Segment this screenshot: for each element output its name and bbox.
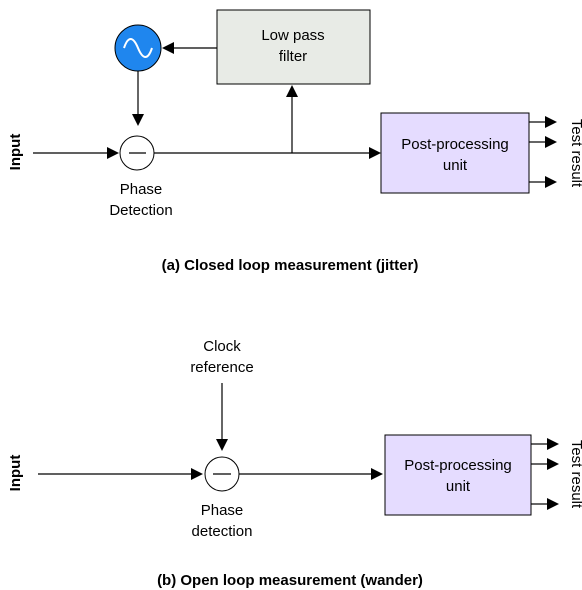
open-loop-caption: (b) Open loop measurement (wander) — [157, 572, 423, 589]
open-detector-label-line2: detection — [192, 523, 253, 540]
open-clock-down-arrow — [216, 439, 228, 451]
closed-post-processing-label-line2: unit — [443, 157, 468, 174]
low-pass-filter-label-line2: filter — [279, 48, 307, 65]
closed-oscillator-arrow — [162, 42, 174, 54]
closed-output-arrow-1 — [545, 116, 557, 128]
closed-post-processing-box — [380, 112, 530, 194]
open-post-arrow — [371, 468, 383, 480]
open-test-result-label: Test result — [568, 440, 582, 509]
closed-post-processing-label-line1: Post-processing — [401, 136, 509, 153]
sine-wave-icon — [123, 38, 153, 58]
open-loop-diagram: Clock reference Input Phase detection Po… — [7, 338, 582, 589]
clock-reference-label-line2: reference — [190, 359, 253, 376]
open-input-arrow — [191, 468, 203, 480]
open-phase-detector — [204, 456, 240, 492]
open-post-processing-box — [384, 434, 532, 516]
open-input-label: Input — [7, 455, 24, 492]
closed-detector-label-line2: Detection — [109, 202, 172, 219]
closed-test-result-label: Test result — [568, 119, 582, 188]
open-output-arrow-1 — [547, 438, 559, 450]
closed-detector-label-line1: Phase — [120, 181, 163, 198]
closed-loop-caption: (a) Closed loop measurement (jitter) — [162, 257, 419, 274]
open-detector-label-line1: Phase — [201, 502, 244, 519]
closed-output-arrow-3 — [545, 176, 557, 188]
closed-post-arrow — [369, 147, 381, 159]
open-post-processing-label-line2: unit — [446, 478, 471, 495]
closed-detector-down-arrow — [132, 114, 144, 126]
open-post-processing-label-line1: Post-processing — [404, 457, 512, 474]
closed-filter-arrow — [286, 85, 298, 97]
clock-reference-label-line1: Clock — [203, 338, 241, 355]
closed-phase-detector — [119, 135, 155, 171]
open-output-arrow-2 — [547, 458, 559, 470]
closed-loop-diagram: Input Phase Detection Low pass filter — [7, 9, 582, 274]
low-pass-filter-label-line1: Low pass — [261, 27, 324, 44]
closed-input-arrow — [107, 147, 119, 159]
closed-output-arrow-2 — [545, 136, 557, 148]
oscillator — [114, 24, 162, 72]
low-pass-filter-box — [216, 9, 371, 85]
closed-input-label: Input — [7, 134, 24, 171]
open-output-arrow-3 — [547, 498, 559, 510]
